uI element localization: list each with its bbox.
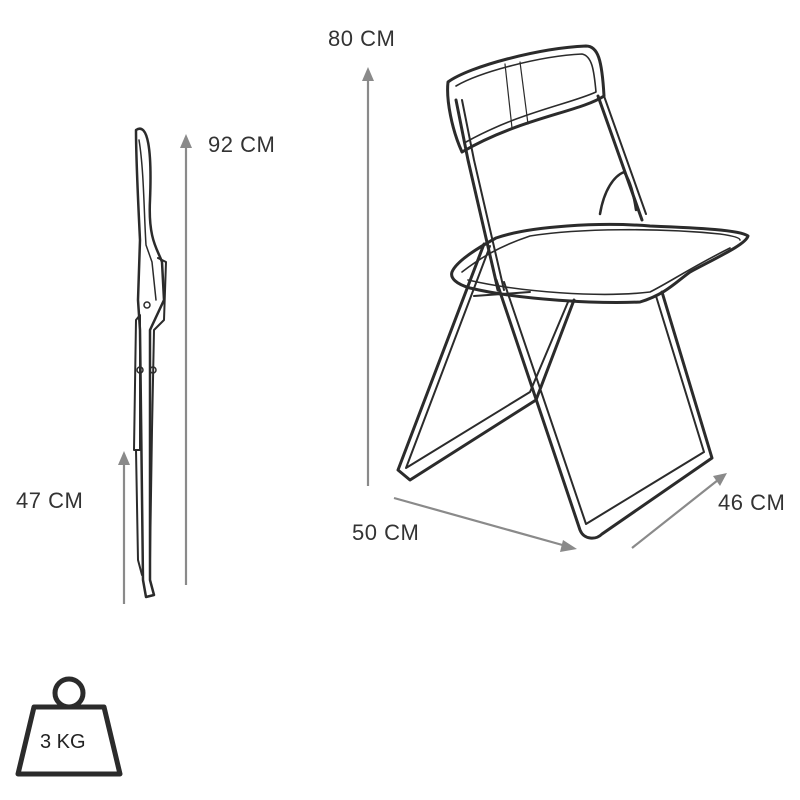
open-height-label: 80 CM [328, 26, 395, 51]
weight-label: 3 KG [40, 731, 86, 753]
weight-icon [15, 676, 123, 777]
folded-height-arrow [180, 134, 192, 585]
open-width-label: 50 CM [352, 520, 419, 545]
open-height-arrow [362, 67, 374, 486]
folded-seat-height-arrow [118, 451, 130, 604]
open-chair-illustration [396, 44, 750, 540]
open-depth-label: 46 CM [718, 490, 785, 515]
open-depth-arrow [631, 473, 727, 549]
folded-height-label: 92 CM [208, 132, 275, 157]
folded-chair-illustration [133, 127, 167, 599]
open-width-arrow [393, 496, 577, 552]
folded-seat-height-label: 47 CM [16, 488, 83, 513]
